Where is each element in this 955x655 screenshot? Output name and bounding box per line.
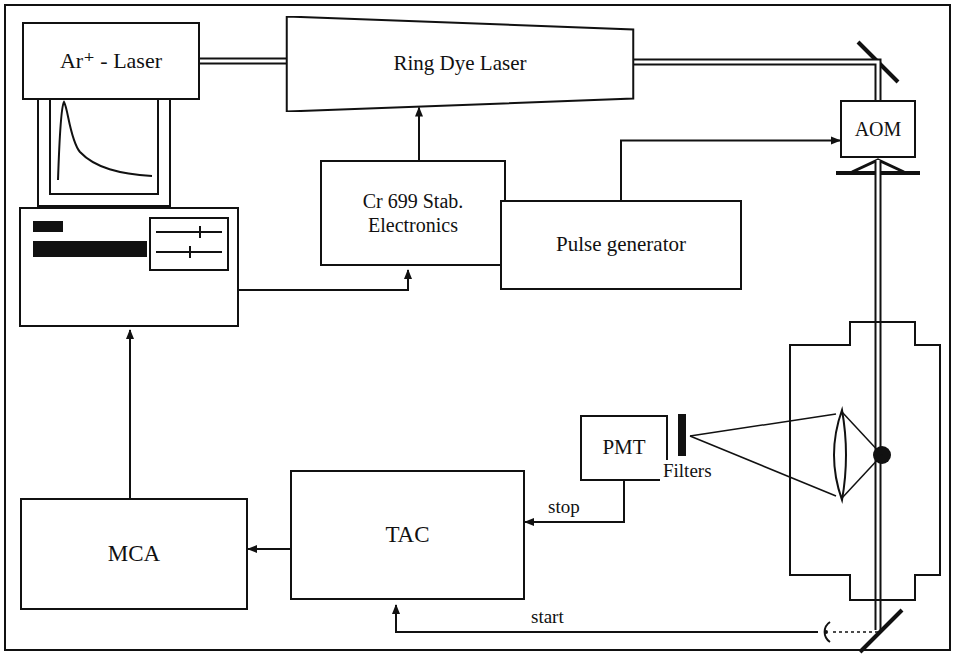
connector-line [634, 62, 878, 100]
filter-label: Filters [660, 460, 715, 482]
device-box: Pulse generator [500, 200, 742, 290]
laser-beam [877, 160, 880, 630]
sample-chamber [790, 322, 940, 600]
control-line [238, 270, 408, 290]
computer-icon [20, 78, 238, 326]
device-box: PMT [580, 415, 668, 481]
box-label: TAC [379, 517, 435, 553]
signal-arrow [248, 549, 290, 550]
connector-line [634, 62, 878, 100]
fluorescence-rays [690, 412, 882, 498]
connector-line [200, 58, 286, 65]
signal-label: start [528, 606, 567, 628]
signal-label: stop [545, 496, 583, 518]
box-label: Ring Dye Laser [388, 47, 533, 80]
mirror [860, 610, 902, 652]
filter-plate [678, 414, 686, 456]
box-label: AOM [849, 113, 908, 145]
laser-beam [200, 61, 286, 62]
device-box: AOM [840, 100, 916, 158]
box-label: Pulse generator [550, 228, 692, 261]
connector-line [525, 481, 624, 522]
connector-line [200, 60, 286, 63]
connector-line [418, 108, 420, 160]
connector-line [621, 141, 840, 200]
lens [834, 410, 846, 500]
box-label: Cr 699 Stab. Electronics [327, 185, 499, 241]
box-label: Ar⁺ - Laser [54, 44, 168, 78]
photodiode [824, 630, 828, 634]
start-line [396, 605, 818, 632]
data-line [129, 330, 131, 498]
device-box: Ar⁺ - Laser [22, 22, 200, 100]
connector-line [248, 548, 290, 550]
box-label: MCA [102, 536, 166, 572]
laser-box: Ring Dye Laser [285, 16, 635, 112]
signal-arrow [419, 108, 420, 160]
laser-beam [832, 631, 878, 633]
device-box: Cr 699 Stab. Electronics [320, 160, 506, 266]
signal-arrow [525, 481, 624, 522]
photodiode [825, 622, 830, 642]
box-label: PMT [596, 431, 651, 464]
device-box: TAC [290, 470, 525, 600]
device-box: MCA [20, 498, 248, 610]
laser-beam [875, 160, 882, 630]
signal-arrow [621, 141, 840, 200]
laser-beam [634, 62, 878, 100]
